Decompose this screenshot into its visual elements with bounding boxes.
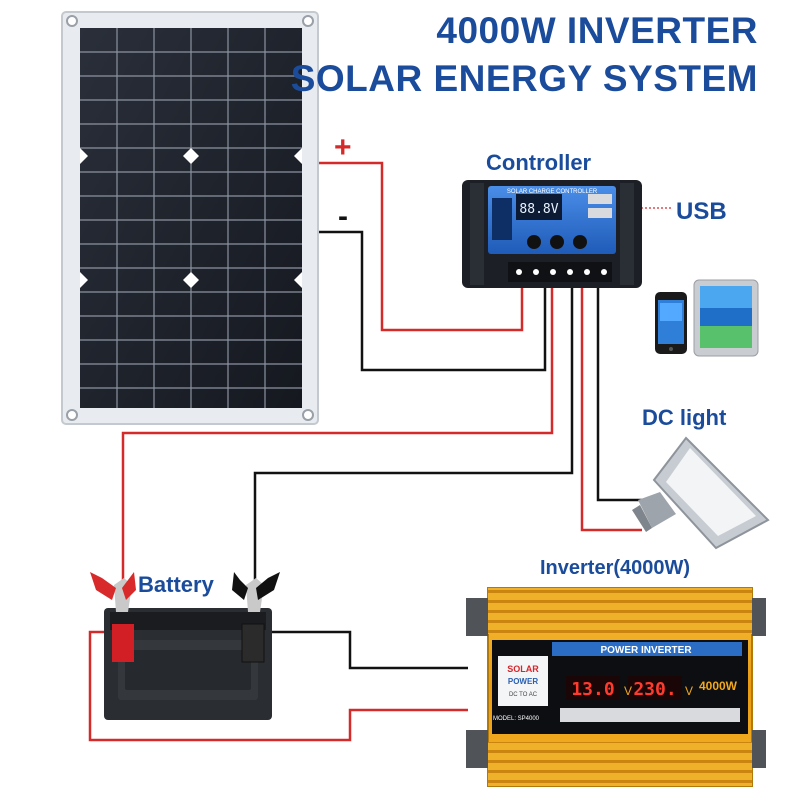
dc-light — [632, 436, 770, 550]
inverter-output-unit: V — [685, 684, 693, 698]
inverter-rating: 4000W — [699, 679, 738, 693]
inverter-panel-header: POWER INVERTER — [600, 645, 692, 656]
light-positive-wire — [580, 284, 642, 532]
battery-label: Battery — [138, 572, 214, 597]
title-line-2: SOLAR ENERGY SYSTEM — [290, 58, 758, 99]
inverter-output-display: 230. — [633, 679, 676, 700]
inverter-model: MODEL: SP4000 — [493, 716, 540, 722]
usb-label: USB — [676, 198, 727, 225]
inverter-positive-wire — [88, 630, 468, 742]
light-negative-wire — [596, 284, 652, 502]
controller-display: 88.8V — [519, 202, 558, 217]
phone-icon — [655, 292, 687, 354]
title-line-1: 4000W INVERTER — [436, 10, 758, 51]
battery-red-clamp — [90, 572, 136, 612]
panel-negative-wire — [318, 230, 547, 372]
inverter-brand-top: SOLAR — [507, 664, 539, 674]
solar-panel — [61, 11, 319, 425]
negative-sign: - — [338, 200, 348, 233]
battery-negative-wire — [253, 284, 574, 582]
inverter-input-display: 13.0 — [571, 679, 614, 700]
controller-label: Controller — [486, 150, 592, 175]
charge-controller: SOLAR CHARGE CONTROLLER 88.8V — [462, 180, 642, 288]
inverter-input-unit: V — [624, 684, 632, 698]
inverter-label: Inverter(4000W) — [540, 557, 691, 579]
inverter-brand-bottom: POWER — [508, 677, 538, 686]
battery-black-clamp — [232, 572, 280, 612]
inverter: POWER INVERTER SOLAR POWER DC TO AC 13.0… — [466, 587, 766, 787]
controller-header: SOLAR CHARGE CONTROLLER — [507, 189, 598, 195]
battery-positive-wire — [121, 284, 554, 582]
dc-light-label: DC light — [642, 405, 727, 430]
panel-mount-holes — [66, 15, 314, 421]
panel-diamonds — [80, 148, 302, 288]
inverter-brand-tag: DC TO AC — [509, 692, 538, 698]
positive-sign: + — [334, 131, 352, 164]
wires — [88, 161, 672, 742]
panel-cell-grid — [80, 28, 302, 408]
inverter-negative-wire — [250, 630, 468, 670]
battery — [104, 608, 272, 720]
tablet-icon — [693, 279, 759, 357]
panel-positive-wire — [318, 161, 524, 332]
